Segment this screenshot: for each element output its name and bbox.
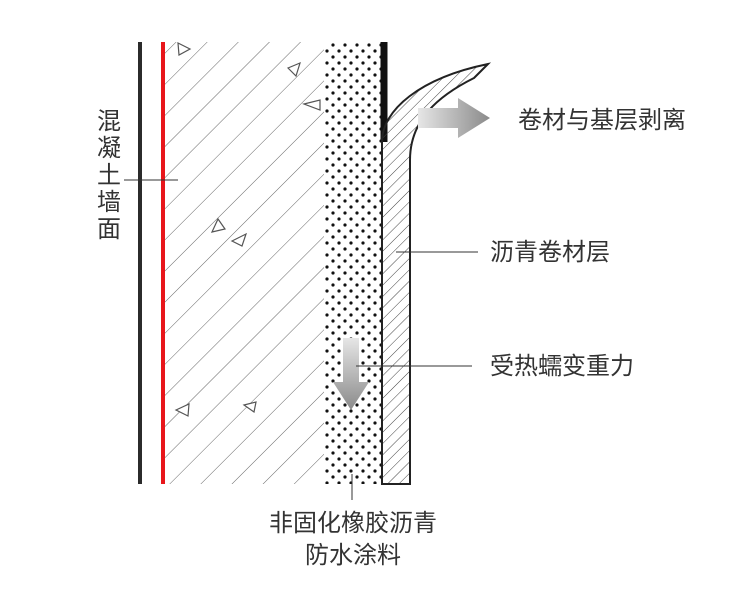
gravity-arrow: [333, 338, 369, 410]
gravity-label: 受热蠕变重力: [490, 352, 634, 380]
coating-layer: [324, 42, 382, 484]
peel-arrow: [418, 98, 490, 138]
concrete-wall-hatch: [164, 42, 324, 484]
peel-label: 卷材与基层剥离: [518, 106, 686, 134]
membrane-label: 沥青卷材层: [490, 238, 610, 266]
asphalt-membrane: [381, 62, 492, 485]
coating-label-line1: 非固化橡胶沥青: [269, 509, 437, 537]
concrete-aggregate-marks: [174, 41, 321, 417]
coating-label-line2: 防水涂料: [305, 541, 401, 569]
wall-label: 混凝土墙面: [97, 107, 121, 243]
